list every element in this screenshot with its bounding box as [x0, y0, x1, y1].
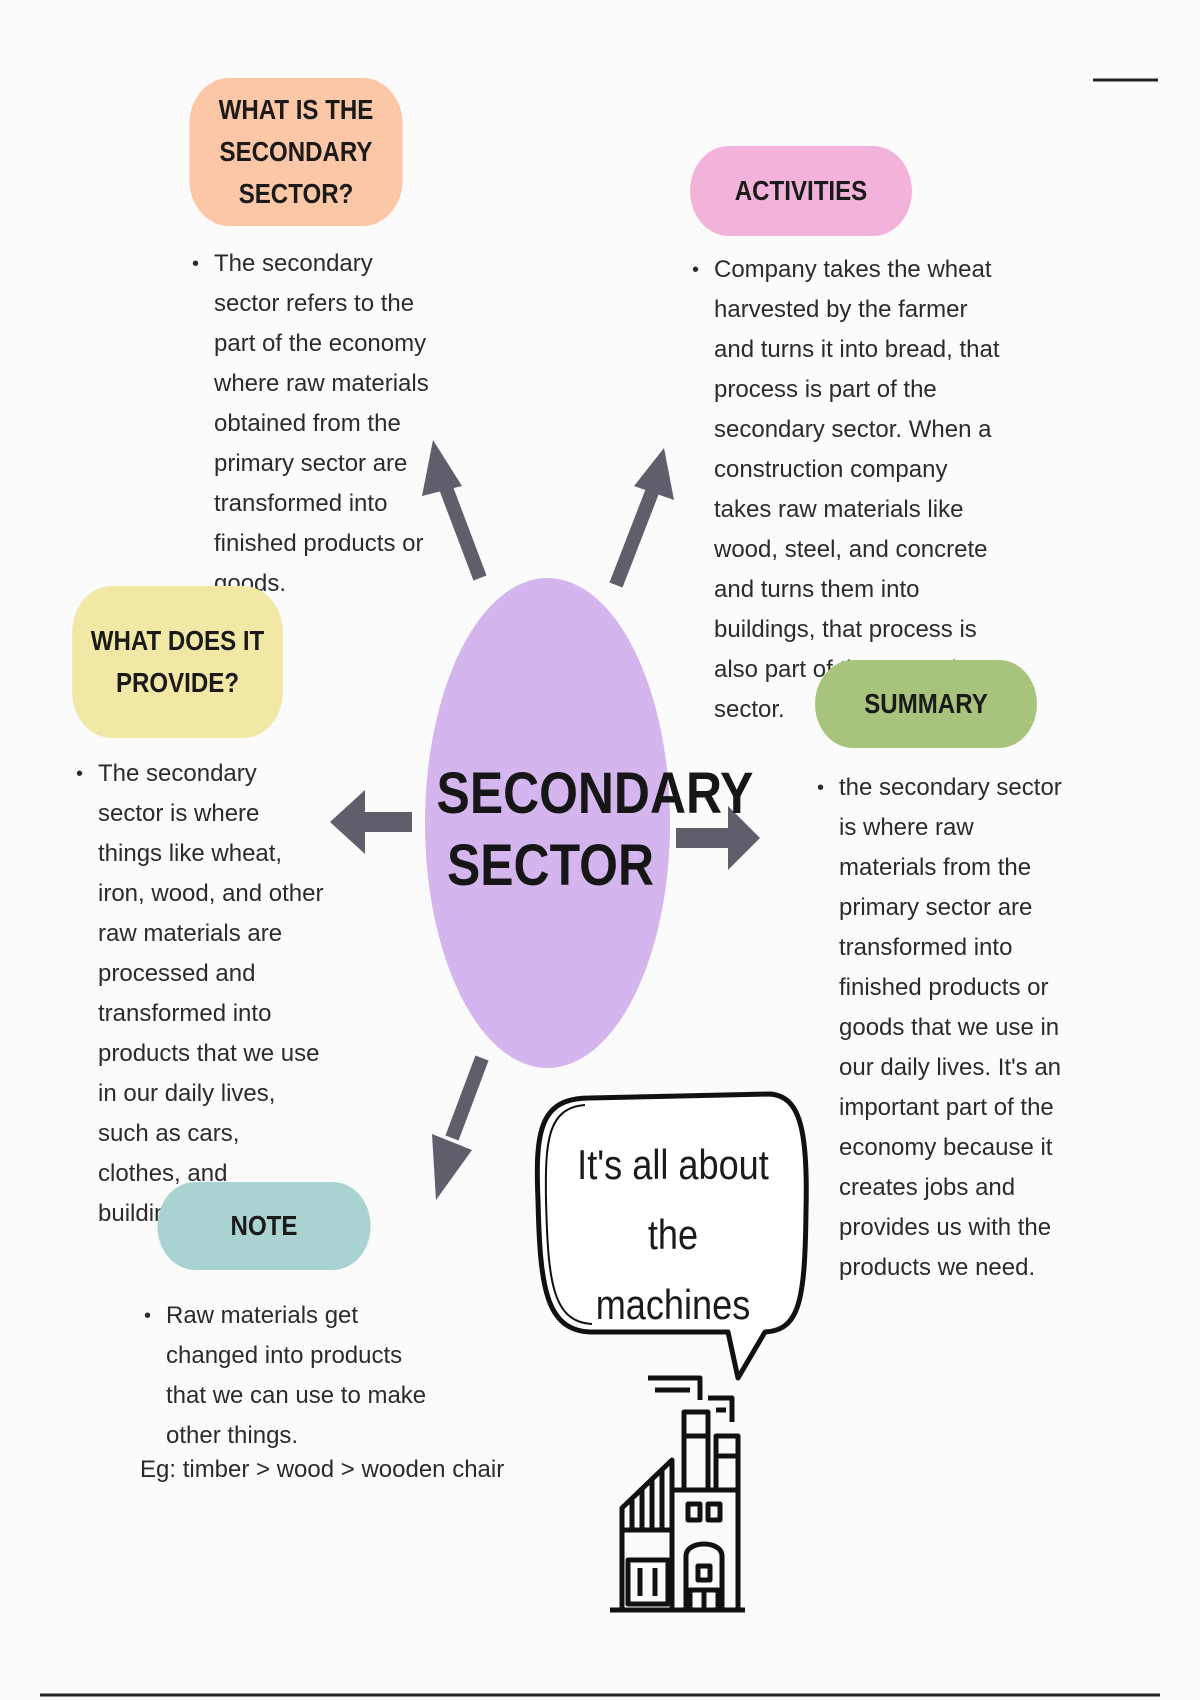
provide-label: WHAT DOES IT PROVIDE?	[90, 625, 265, 698]
activities-label: ACTIVITIES	[734, 175, 868, 206]
center-node	[425, 578, 670, 1068]
arrow-up-right-icon	[609, 448, 674, 588]
activities-body: Company takes the wheat harvested by the…	[690, 250, 1010, 730]
what-is-pill: WHAT IS THE SECONDARY SECTOR?	[189, 78, 403, 226]
what-is-body: The secondary sector refers to the part …	[190, 244, 440, 604]
what-is-bullet: The secondary sector refers to the part …	[192, 244, 440, 604]
summary-pill: SUMMARY	[815, 660, 1037, 748]
speech-bubble-text: It's all about the machines	[577, 1141, 769, 1328]
arrow-right-icon	[676, 806, 760, 870]
note-bullet: Raw materials get changed into products …	[144, 1296, 432, 1456]
arrow-down-left-icon	[432, 1055, 489, 1200]
center-title: SECONDARY SECTOR	[436, 761, 754, 898]
activities-bullet: Company takes the wheat harvested by the…	[692, 250, 1010, 730]
note-body: Raw materials get changed into products …	[142, 1296, 432, 1456]
note-example: Eg: timber > wood > wooden chair	[140, 1456, 505, 1483]
factory-icon	[610, 1375, 745, 1613]
summary-label: SUMMARY	[864, 688, 988, 719]
note-pill: NOTE	[157, 1182, 371, 1270]
speech-bubble-icon	[534, 1091, 809, 1381]
provide-body: The secondary sector is where things lik…	[74, 754, 324, 1234]
summary-bullet: the secondary sector is where raw materi…	[817, 768, 1065, 1288]
arrow-left-icon	[330, 790, 412, 854]
what-is-label: WHAT IS THE SECONDARY SECTOR?	[218, 94, 374, 209]
note-label: NOTE	[230, 1210, 298, 1241]
summary-body: the secondary sector is where raw materi…	[815, 768, 1065, 1288]
activities-pill: ACTIVITIES	[690, 146, 912, 236]
provide-bullet: The secondary sector is where things lik…	[76, 754, 324, 1234]
provide-pill: WHAT DOES IT PROVIDE?	[72, 586, 283, 738]
